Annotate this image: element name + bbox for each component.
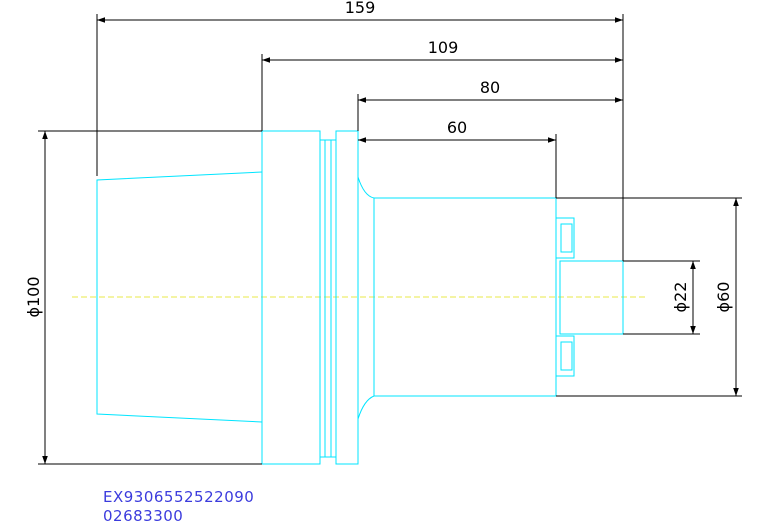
extension-lines [38, 14, 742, 465]
part-code-line-1: EX9306552522090 [103, 488, 255, 506]
taper-section [96, 171, 263, 423]
drive-key-upper [555, 217, 575, 259]
dim-text-60: 60 [447, 118, 467, 137]
drive-key-lower [555, 335, 575, 377]
spigot [559, 260, 624, 335]
dim-text-dia-60: ϕ60 [714, 282, 733, 313]
upper-fillet [357, 176, 375, 199]
dim-text-dia-22: ϕ22 [671, 282, 690, 313]
dim-text-109: 109 [428, 38, 459, 57]
lower-fillet [357, 395, 375, 420]
main-body [373, 197, 557, 397]
dim-text-159: 159 [345, 0, 376, 17]
part-outline [96, 130, 624, 465]
groove [319, 139, 337, 458]
dim-text-dia-100: ϕ100 [24, 276, 43, 317]
collar [335, 130, 359, 465]
part-code-line-2: 02683300 [103, 507, 184, 525]
dim-text-80: 80 [480, 78, 500, 97]
